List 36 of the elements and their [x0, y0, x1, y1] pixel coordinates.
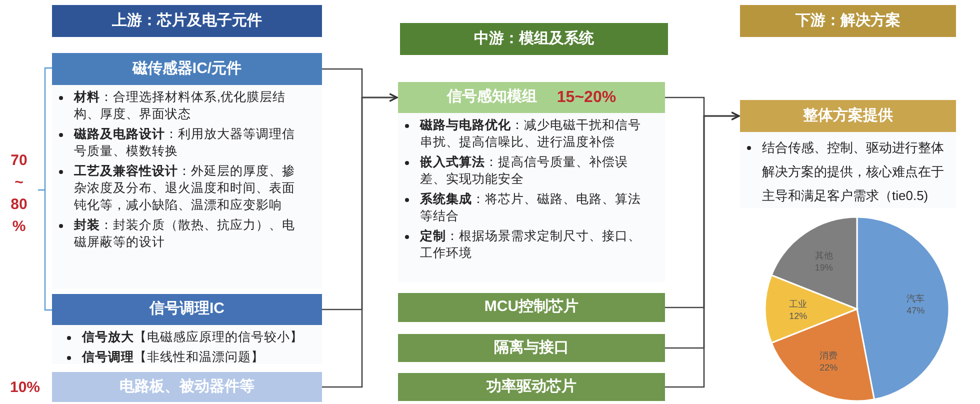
bullet-text: 磁路及电路设计：利用放大器等调理信号质量、模数转换 — [74, 126, 296, 160]
slice-value: 12% — [789, 311, 808, 321]
module-panel — [398, 82, 665, 282]
bullet-text: 嵌入式算法：提高信号质量、补偿误差、实现功能安全 — [420, 154, 629, 188]
component-panel — [52, 294, 322, 364]
slice-value: 22% — [820, 362, 838, 373]
bar-title: 功率驱动芯片 — [486, 376, 576, 397]
bar-title: 信号感知模组 — [446, 87, 537, 108]
connector-arrow — [322, 93, 398, 388]
component-panel — [52, 53, 322, 289]
bar-title: 磁传感器IC/元件 — [132, 58, 242, 79]
bullet-text: 材料：合理选择材料体系,优化膜层结构、厚度、界面状态 — [74, 89, 286, 123]
slice-value: 47% — [906, 305, 925, 316]
bar-title: MCU控制芯片 — [484, 297, 579, 318]
slice-label: 工业 — [789, 300, 808, 310]
bullet-text: 工艺及兼容性设计：外延层的厚度、掺杂浓度及分布、退火温度和时间、表面钝化等，减小缺陷、温漂和应变影响 — [74, 163, 296, 214]
bullet-text: 结合传感、控制、驱动进行整体解决方案的提供，核心难点在于主导和满足客户需求（tie0.5) — [762, 139, 944, 205]
bar-title: 上游：芯片及电子元件 — [112, 10, 262, 31]
bar-title: 信号调理IC — [150, 299, 224, 320]
bullet-text: 信号调理【非线性和温漂问题】 — [82, 349, 264, 366]
bullet-text: 磁路与电路优化：减少电磁干扰和信号串扰、提高信噪比、进行温度补偿 — [420, 117, 642, 151]
share-percentage: 10% — [10, 378, 40, 398]
bullet-text: 封装：封装介质（散热、抗应力）、电磁屏蔽等的设计 — [74, 217, 296, 251]
bar-title: 电路板、被动器件等 — [120, 376, 254, 397]
share-percentage: 70 ~ 80 % — [10, 151, 28, 237]
bar-title: 隔离与接口 — [494, 338, 569, 358]
slice-label: 汽车 — [906, 294, 925, 304]
share-percentage: 15~20% — [556, 88, 616, 108]
bullet-text: 信号放大【电磁感应原理的信号较小】 — [82, 329, 303, 346]
bullet-text: 定制：根据场景需求定制尺寸、接口、工作环境 — [420, 228, 642, 262]
bullet-text: 系统集成：将芯片、磁路、电路、算法等结合 — [420, 191, 642, 225]
slice-label: 消费 — [820, 352, 838, 362]
solution-panel — [740, 100, 956, 208]
bar-title: 下游：解决方案 — [796, 10, 900, 31]
bar-title: 中游：模组及系统 — [474, 28, 594, 49]
bar-title: 整体方案提供 — [803, 106, 893, 126]
